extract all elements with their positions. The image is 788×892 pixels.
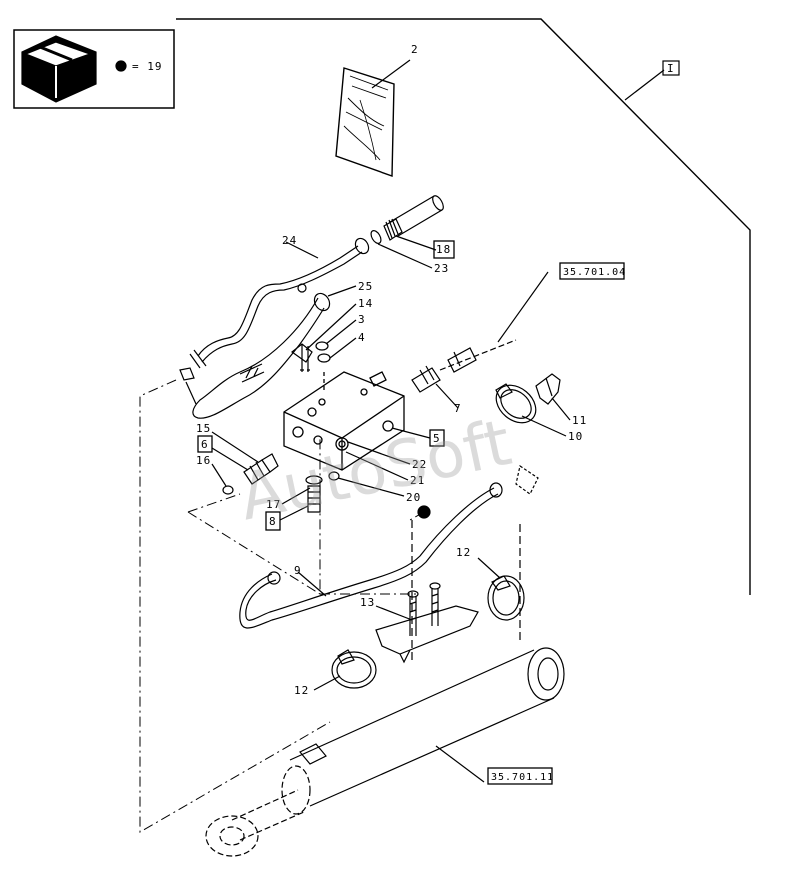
section-marker-box	[662, 60, 680, 76]
leader-14	[305, 303, 357, 351]
kit-box-icon: KIT KIT	[21, 35, 97, 103]
part-14-elbow	[291, 343, 313, 372]
leader-ref1	[497, 271, 549, 343]
section-marker-leader	[624, 69, 665, 101]
label-8: 8	[269, 515, 277, 528]
label-16: 16	[196, 454, 211, 467]
part-12-clamp-right	[487, 575, 525, 621]
label-23: 23	[434, 262, 449, 275]
label-13: 13	[360, 596, 375, 609]
ref-35-701-04: 35.701.04	[563, 267, 626, 278]
leader-13	[375, 605, 413, 621]
label-10: 10	[568, 430, 583, 443]
boxed-5	[429, 429, 445, 447]
leader-16	[211, 463, 227, 487]
label-20: 20	[406, 491, 421, 504]
part-7-fitting	[411, 347, 477, 393]
kit-text-left: KIT	[32, 74, 50, 85]
ref1-dash	[439, 339, 517, 371]
kit-legend: KIT KIT = 19	[13, 29, 175, 109]
part-17-plug	[305, 475, 323, 513]
part-9-pipe	[239, 465, 539, 629]
leader-9	[297, 571, 327, 597]
part-4-washer	[317, 353, 331, 363]
label-6: 6	[201, 438, 209, 451]
part-10-clamp	[495, 383, 537, 424]
leader-ref2	[435, 745, 485, 783]
leader-24	[285, 241, 319, 259]
part-15-fitting	[243, 453, 279, 485]
boxed-6	[197, 435, 213, 453]
part-16-oring	[222, 485, 234, 495]
phantom-lines	[139, 379, 425, 833]
label-3: 3	[358, 313, 366, 326]
label-9: 9	[294, 564, 302, 577]
leader-12a	[477, 557, 501, 579]
label-12a: 12	[456, 546, 471, 559]
leader-2	[371, 59, 411, 89]
label-12b: 12	[294, 684, 309, 697]
label-4: 4	[358, 331, 366, 344]
leader-20	[337, 477, 405, 497]
boxed-8	[265, 511, 281, 531]
leader-17	[281, 487, 311, 505]
section-marker: I	[667, 62, 675, 75]
leader-8	[279, 505, 309, 521]
hydraulic-cylinder	[205, 520, 565, 857]
section-boundary-line	[176, 18, 751, 595]
label-7: 7	[454, 402, 462, 415]
part-11-cap	[535, 373, 561, 405]
leader-11	[551, 397, 571, 421]
leader-15	[211, 431, 259, 463]
label-5: 5	[433, 432, 441, 445]
label-25: 25	[358, 280, 373, 293]
boxed-18	[433, 240, 455, 259]
kit-marker-bullet	[417, 505, 431, 519]
leader-6	[211, 447, 249, 471]
leader-7	[435, 383, 459, 409]
leader-21	[345, 451, 409, 481]
label-15: 15	[196, 422, 211, 435]
label-18: 18	[436, 243, 451, 256]
leader-5	[391, 427, 431, 439]
leader-12b	[313, 675, 341, 691]
part-20-seal	[328, 471, 340, 481]
label-2: 2	[411, 43, 419, 56]
leader-10	[521, 415, 567, 437]
ref-35-701-11: 35.701.11	[491, 772, 554, 783]
leader-18	[395, 235, 437, 251]
leader-4	[329, 337, 357, 359]
ref-box-35-701-04	[559, 262, 625, 280]
kit-bullet-icon	[115, 60, 127, 72]
leader-23	[377, 243, 433, 269]
part-13-bracket	[375, 582, 479, 664]
label-11: 11	[572, 414, 587, 427]
part-12-clamp-left	[331, 649, 377, 689]
part-24-pipe	[189, 237, 370, 369]
ref-box-35-701-11	[487, 767, 553, 785]
part-25-hose	[179, 292, 331, 419]
leader-3	[325, 319, 357, 345]
watermark: AutoSoft	[233, 406, 517, 536]
label-21: 21	[410, 474, 425, 487]
part-2-manual	[335, 67, 395, 177]
label-22: 22	[412, 458, 427, 471]
label-24: 24	[282, 234, 297, 247]
part-18-fitting	[383, 195, 444, 241]
part-3-washer	[315, 341, 329, 351]
leader-22	[347, 441, 411, 465]
valve-block	[283, 369, 405, 471]
kit-text-right: KIT	[62, 74, 80, 85]
kit-bullet-text: = 19	[132, 60, 163, 73]
part-23-oring	[370, 230, 382, 244]
label-17: 17	[266, 498, 281, 511]
leader-25	[327, 285, 357, 297]
label-14: 14	[358, 297, 373, 310]
